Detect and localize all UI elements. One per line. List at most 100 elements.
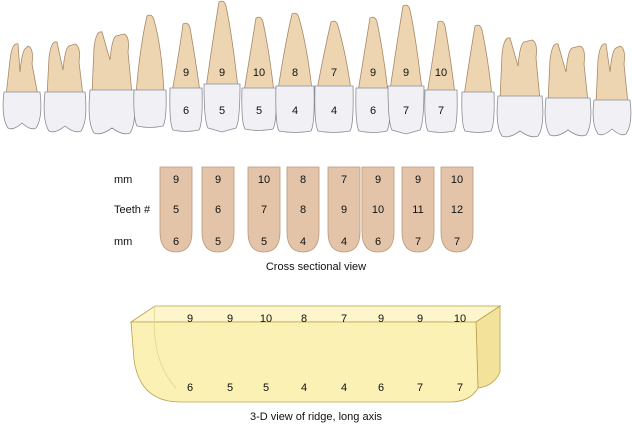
tooth-root xyxy=(389,4,423,91)
ridge-top-value: 9 xyxy=(227,313,233,325)
ridge-top-value: 9 xyxy=(187,313,193,325)
tooth-crown xyxy=(461,91,495,133)
tooth-crown-mm: 4 xyxy=(292,105,298,117)
ridge-3d: 9 9 10 8 7 9 9 10 6 5 5 4 4 6 7 7 3-D vi… xyxy=(129,305,502,423)
cross-tooth-number: 5 xyxy=(173,204,179,216)
ridge-cross-section xyxy=(361,166,395,253)
tooth-crown xyxy=(275,85,315,133)
ridge-top-value: 10 xyxy=(260,313,272,325)
ridge-end-face xyxy=(475,305,501,389)
ridge-cross-section xyxy=(286,166,320,253)
row-label-teeth: Teeth # xyxy=(114,204,151,216)
tooth-root-mm: 9 xyxy=(370,67,376,79)
cross-top-mm: 9 xyxy=(375,174,381,186)
tooth-crown-mm: 5 xyxy=(256,105,262,117)
ridge-bottom-value: 6 xyxy=(378,382,384,394)
cross-tooth-number: 9 xyxy=(341,204,347,216)
tooth-crown-mm: 7 xyxy=(403,105,409,117)
ridge-front-face xyxy=(130,321,479,403)
cross-bottom-mm: 6 xyxy=(375,236,381,248)
tooth-crown-mm: 4 xyxy=(331,105,337,117)
tooth-root xyxy=(595,43,629,105)
tooth-crown xyxy=(592,99,632,136)
tooth-crown xyxy=(43,91,87,133)
cross-tooth-number: 12 xyxy=(451,204,463,216)
tooth-root-mm: 10 xyxy=(253,67,265,79)
ridge-top-value: 8 xyxy=(301,313,307,325)
cross-bottom-mm: 6 xyxy=(173,236,179,248)
tooth-crown xyxy=(387,85,425,135)
ridge-cross-section xyxy=(159,166,193,253)
ridge-3d-caption: 3-D view of ridge, long axis xyxy=(250,411,383,423)
ridge-cross-section xyxy=(401,166,435,253)
tooth-crown xyxy=(544,97,592,137)
tooth-root xyxy=(357,16,389,93)
tooth-crown-mm: 6 xyxy=(183,105,189,117)
row-label-bottom-mm: mm xyxy=(114,236,132,248)
cross-section: mm Teeth # mm 9 9 10 8 7 9 9 10 5 6 7 8 … xyxy=(114,166,474,273)
cross-tooth-number: 11 xyxy=(412,204,423,216)
ridge-cross-section xyxy=(327,166,361,253)
ridge-bottom-value: 7 xyxy=(457,382,463,394)
tooth-root xyxy=(547,43,589,103)
tooth-crown-mm: 5 xyxy=(219,105,225,117)
tooth-crown xyxy=(2,91,42,130)
teeth-row: 9 9 10 8 7 9 9 10 6 5 5 4 4 6 7 7 xyxy=(2,0,632,138)
tooth-root xyxy=(5,43,39,97)
cross-bottom-mm: 4 xyxy=(300,236,306,248)
ridge-hidden-edge xyxy=(153,305,177,389)
cross-top-mm: 9 xyxy=(173,174,179,186)
cross-tooth-number: 6 xyxy=(215,204,221,216)
cross-top-mm: 10 xyxy=(451,174,463,186)
cross-bottom-mm: 5 xyxy=(261,236,267,248)
tooth-root-mm: 7 xyxy=(331,67,337,79)
tooth-root xyxy=(135,14,165,95)
cross-top-mm: 7 xyxy=(341,174,347,186)
ridge-top-value: 7 xyxy=(341,313,347,325)
tooth-root xyxy=(499,37,541,101)
ridge-cross-section xyxy=(201,166,235,253)
cross-top-mm: 9 xyxy=(415,174,421,186)
tooth-root xyxy=(426,20,456,95)
tooth-root xyxy=(171,22,201,93)
tooth-root xyxy=(46,41,84,97)
ridge-bottom-value: 6 xyxy=(187,382,193,394)
ridge-cross-section xyxy=(440,166,474,253)
tooth-crown xyxy=(496,95,544,138)
tooth-root-mm: 9 xyxy=(219,67,225,79)
cross-bottom-mm: 7 xyxy=(415,236,421,248)
cross-top-mm: 9 xyxy=(215,174,221,186)
cross-bottom-mm: 7 xyxy=(454,236,460,248)
ridge-bottom-value: 4 xyxy=(341,382,347,394)
cross-section-caption: Cross sectional view xyxy=(266,261,366,273)
tooth-root xyxy=(91,31,133,95)
cross-tooth-number: 7 xyxy=(261,204,267,216)
ridge-bottom-value: 5 xyxy=(263,382,269,394)
tooth-root xyxy=(205,0,239,89)
tooth-crown xyxy=(169,87,203,132)
ridge-cross-section xyxy=(247,166,281,253)
tooth-root-mm: 9 xyxy=(403,67,409,79)
tooth-crown xyxy=(203,83,241,133)
tooth-crown xyxy=(314,85,354,133)
tooth-crown xyxy=(88,89,136,135)
ridge-top-value: 9 xyxy=(417,313,423,325)
ridge-bottom-value: 7 xyxy=(417,382,423,394)
tooth-root-mm: 8 xyxy=(292,67,298,79)
cross-bottom-mm: 5 xyxy=(215,236,221,248)
ridge-top-value: 10 xyxy=(454,313,466,325)
tooth-root xyxy=(316,20,352,91)
tooth-crown xyxy=(133,89,167,128)
tooth-crown-mm: 7 xyxy=(438,105,444,117)
row-label-top-mm: mm xyxy=(114,174,132,186)
tooth-root xyxy=(277,12,313,91)
cross-top-mm: 8 xyxy=(300,174,306,186)
cross-bottom-mm: 4 xyxy=(341,236,347,248)
tooth-root xyxy=(463,24,493,97)
ridge-bottom-value: 5 xyxy=(227,382,233,394)
tooth-root-mm: 9 xyxy=(183,67,189,79)
tooth-root xyxy=(243,16,275,93)
cross-top-mm: 10 xyxy=(258,174,270,186)
tooth-root-mm: 10 xyxy=(435,67,447,79)
